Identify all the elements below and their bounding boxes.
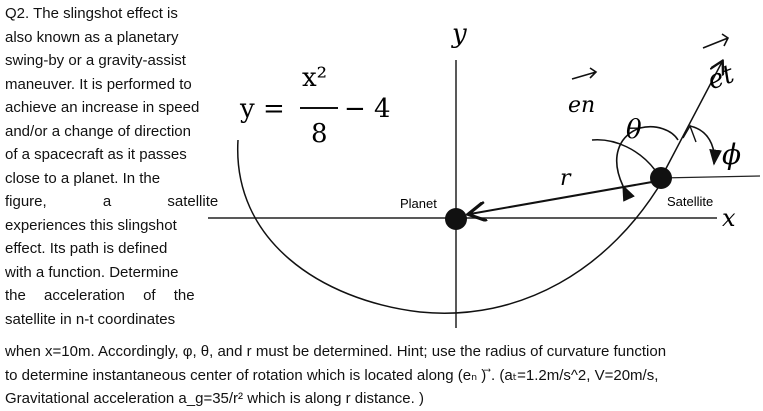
problem-line: Gravitational acceleration a_g=35/r² whi… bbox=[5, 390, 424, 407]
problem-statement: Q2. The slingshot effect is also known a… bbox=[5, 2, 220, 331]
satellite-path bbox=[237, 139, 665, 314]
y-axis-label: y bbox=[451, 19, 467, 49]
path-equation-lhs: y = bbox=[239, 94, 285, 124]
problem-line: experiences this slingshot bbox=[5, 216, 177, 234]
problem-line: Q2. The slingshot effect is bbox=[5, 5, 178, 22]
en-vector bbox=[591, 139, 656, 171]
r-label: r bbox=[560, 166, 572, 191]
problem-line: with a function. Determine bbox=[5, 263, 179, 281]
en-arrow-mark bbox=[571, 67, 598, 80]
problem-statement-continued: when x=10m. Accordingly, φ, θ, and r mus… bbox=[5, 340, 760, 411]
problem-line: the acceleration of the bbox=[5, 287, 195, 304]
phi-label: ϕ bbox=[722, 138, 741, 171]
en-label: en bbox=[568, 93, 595, 118]
problem-line: swing-by or a gravity-assist bbox=[5, 52, 186, 69]
problem-line: achieve an increase in speed bbox=[5, 99, 200, 116]
theta-label: θ bbox=[626, 115, 642, 145]
problem-line: of a spacecraft as it passes bbox=[5, 146, 187, 163]
path-equation-tail: − 4 bbox=[344, 94, 391, 124]
planet-dot bbox=[445, 208, 467, 230]
planet-label: Planet bbox=[400, 196, 437, 211]
path-equation-denominator: 8 bbox=[311, 119, 328, 149]
problem-line: and/or a change of direction bbox=[5, 122, 191, 140]
et-label: et bbox=[704, 59, 739, 96]
et-arrow-mark bbox=[702, 33, 730, 49]
problem-line: figure, a satellite bbox=[5, 193, 219, 210]
et-vector bbox=[660, 62, 722, 179]
problem-line: effect. Its path is defined bbox=[5, 240, 168, 257]
problem-line: satellite in n-t coordinates bbox=[5, 310, 176, 328]
problem-line: maneuver. It is performed to bbox=[5, 75, 192, 93]
phi-arc bbox=[689, 125, 722, 166]
path-equation-numerator: x² bbox=[302, 63, 327, 93]
x-axis-label: x bbox=[722, 204, 736, 232]
angle-tick bbox=[682, 124, 697, 143]
tangent-baseline bbox=[659, 175, 761, 179]
problem-line: also known as a planetary bbox=[5, 28, 179, 46]
r-vector bbox=[470, 181, 653, 214]
problem-line: close to a planet. In the bbox=[5, 169, 161, 187]
theta-arc bbox=[615, 125, 679, 202]
problem-line: when x=10m. Accordingly, φ, θ, and r mus… bbox=[5, 343, 667, 360]
problem-line: to determine instantaneous center of rot… bbox=[5, 366, 659, 384]
satellite-label: Satellite bbox=[667, 194, 713, 209]
